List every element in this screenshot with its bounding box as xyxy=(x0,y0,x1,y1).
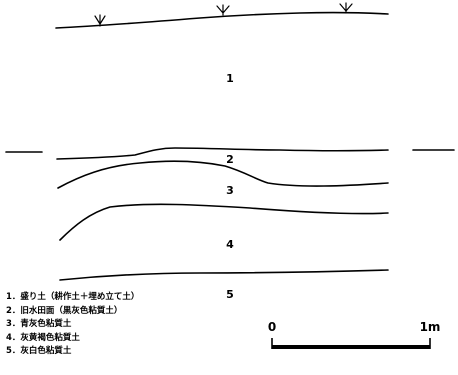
scale-bar: 0 1m xyxy=(268,320,441,349)
boundary-4-5 xyxy=(59,269,389,281)
boundary-2-3 xyxy=(57,160,389,189)
boundary-1-2 xyxy=(56,147,389,160)
layer-number-5: 5 xyxy=(226,288,234,301)
layer-number-2: 2 xyxy=(226,153,234,166)
layer-number-3: 3 xyxy=(226,184,234,197)
ground-surface-line xyxy=(55,11,389,29)
boundary-3-4 xyxy=(59,203,389,241)
layer-number-4: 4 xyxy=(226,238,234,251)
legend-item: 1．盛り土（耕作土＋埋め立て土） xyxy=(6,292,140,302)
scale-start-label: 0 xyxy=(268,320,276,334)
vegetation-mark xyxy=(94,14,106,27)
legend-list: 1．盛り土（耕作土＋埋め立て土） 2．旧水田面（黒灰色粘質土） 3．青灰色粘質土… xyxy=(6,291,139,359)
legend-item: 3．青灰色粘質土 xyxy=(6,319,72,329)
legend-item: 2．旧水田面（黒灰色粘質土） xyxy=(6,305,123,316)
scale-end-label: 1m xyxy=(420,320,441,334)
layer-number-1: 1 xyxy=(226,72,234,85)
vegetation-mark xyxy=(216,4,230,16)
legend-item: 5．灰白色粘質土 xyxy=(6,346,72,356)
vegetation-mark xyxy=(339,2,353,14)
legend-item: 4．灰黄褐色粘質土 xyxy=(6,332,80,343)
